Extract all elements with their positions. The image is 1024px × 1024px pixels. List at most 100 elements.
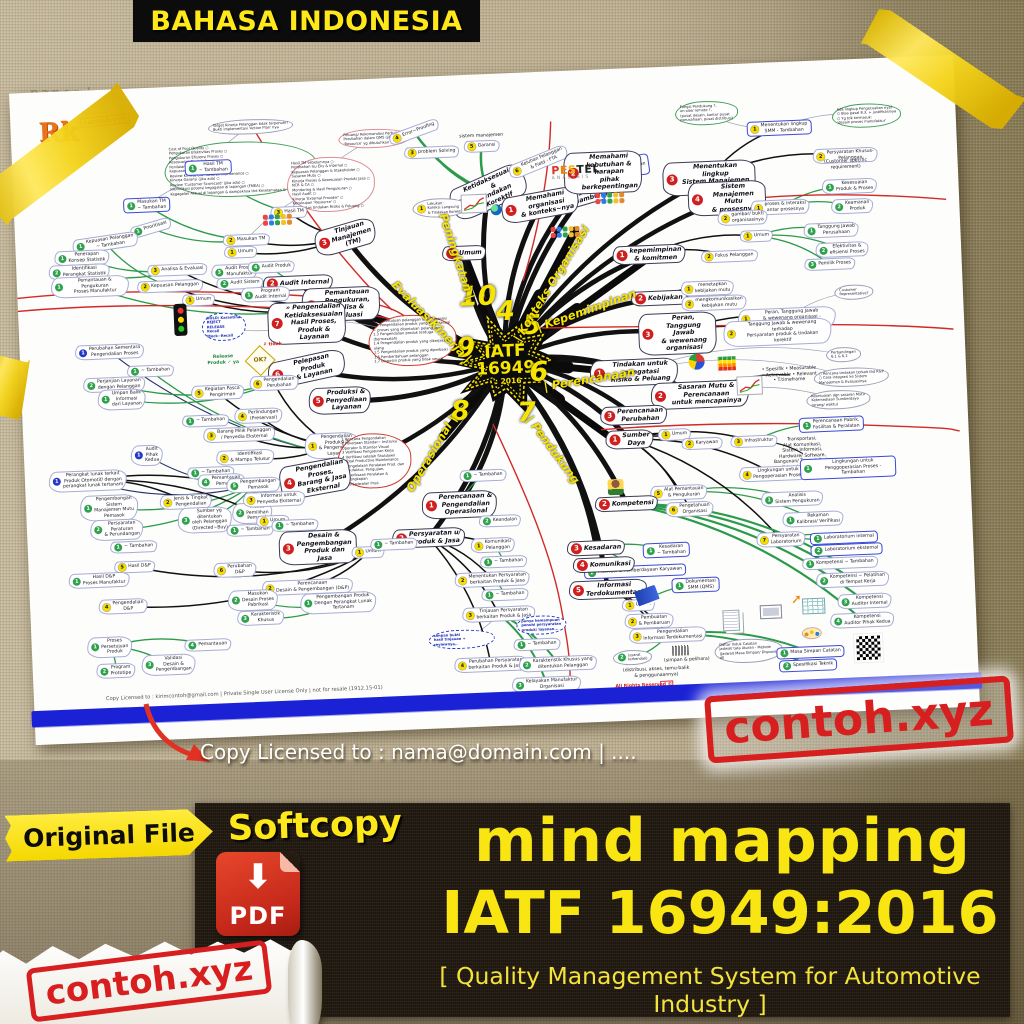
node-label: Kepuasan Pelanggan [151,282,200,290]
node-label: Efektivitas & efisiensi Proses [829,243,865,256]
node-label: menetapkan kebijakan mutu [694,281,731,294]
node-number-badge: 1 [504,203,518,217]
node-label: Perbandingan 6.1 & 6.2 [830,349,856,360]
node-label: Infrastruktur [744,437,774,445]
node-number-badge: 7 [271,318,283,330]
node-label: Hasil D&P Proses Manufaktur [82,574,126,587]
node-number-badge: 1 [780,649,789,658]
node-label: Masukan TM ~ Tambahan [137,198,167,211]
map-tag: ✗ tidak [260,341,285,350]
node-number-badge: 2 [94,526,103,535]
node-label: Pengetahuan Organisasi [679,502,710,515]
subtitle: [ Quality Management System for Automoti… [439,962,981,1018]
node-number-badge: 1 [355,548,364,557]
node-label: Peran, Tanggung Jawab & wewenang organis… [661,313,708,353]
node-label: Fungsi Pendukung ?, on-site/ remote ?, (… [679,103,734,123]
node-number-badge: 1 [227,248,237,257]
map-cloud: HOLD/ Karantina REJECT RELEASE Recall Mo… [201,311,247,343]
node-label: gambar/ bukti organisasinya [731,211,764,224]
map-node: 1~ Tambahan [370,537,418,552]
node-label: Kompetensi Auditor Internal [851,594,888,607]
node-label: Pemantauan [198,641,228,648]
node-number-badge: 4 [458,661,467,670]
dots-icon [262,213,293,226]
node-number-badge: 3 [408,149,417,158]
torn-paper [0,939,310,1024]
mindmap-nodes: Cost of Poor Quality ○ Pengukuran Efekti… [9,55,953,694]
node-label: Kebijakan [647,293,683,302]
node-number-badge: 1 [625,601,635,610]
map-tag: • Spesifik • Measurable • Achievable • R… [758,364,820,385]
node-label: Release Produk ✓ ya [207,354,240,366]
node-label: Analisis Sistem Pengukuran [775,492,820,505]
node-number-badge: 1 [616,249,628,262]
node-label: Pengembangan Produk Dengan Perangkat Lun… [314,593,373,611]
node-label: proses & interaksi antar prosesnya [764,200,807,213]
node-number-badge: 2 [482,517,492,526]
node-label: Daftar Induk Catatan Jadwal/ tata Aturan… [719,641,778,661]
node-number-badge: 4 [251,263,260,272]
node-number-badge: 2 [617,653,627,663]
map-tag: Release Produk ✓ ya [204,353,242,368]
node-label: problem Solving [418,148,456,156]
node-number-badge: 3 [642,328,654,341]
node-label: Barang Milik Pelanggan / Penyedia Ekster… [217,427,272,441]
map-node: 1~ Tambahan [459,468,507,483]
node-number-badge: 1 [114,543,123,552]
node-label: Karyawan [695,440,719,447]
branch-number: 4 [495,295,516,328]
node-number-badge: 2 [141,283,150,292]
linechart-icon [736,375,763,396]
node-label: sistem manajemen [459,132,504,140]
node-number-badge: 1 [802,421,812,430]
node-number-badge: 2 [220,453,229,463]
node-number-badge: 3 [734,437,743,447]
node-number-badge: 1 [78,348,88,357]
node-number-badge: 2 [231,596,241,605]
node-label: Perencanaan & Pengendalian Operasional [438,491,493,516]
node-number-badge: 4 [238,412,247,421]
node-label: ~ Tambahan [240,526,270,533]
map-node: 7» Pengendalian Ketidaksesuaian Hasil Pr… [266,300,347,346]
persond-icon [607,478,624,496]
node-number-badge: 1 [84,504,93,513]
node-number-badge: 1 [474,541,484,550]
node-label: (Customer specific requirement) [823,158,868,171]
node-label: Audit Internal [279,277,330,287]
node-label: Produksi & Penyediaan Layanan [325,387,368,412]
node-label: Umpan Balik Informasi dari Layanan [111,390,142,408]
node-label: Pengembangan Sistem Manajemen Mutu Pemas… [94,495,135,519]
node-number-badge: 7 [760,535,769,545]
node-number-badge: 3 [466,611,475,620]
node-number-badge: 2 [522,660,532,670]
node-number-badge: 2 [721,214,730,223]
node-label: Menentukan lingkup SMM - Tambahan [760,121,808,134]
node-label: Pengembangan Pemasok [240,478,277,491]
node-number-badge: 1 [127,201,136,210]
node-label: Kesadaran [583,543,622,552]
node-label: Tanggung Jawab Perusahaan [817,223,856,236]
node-label: ~ Tambahan [384,540,414,547]
node-label: Desain & Pengembangan Produk dan Jasa [296,531,352,562]
